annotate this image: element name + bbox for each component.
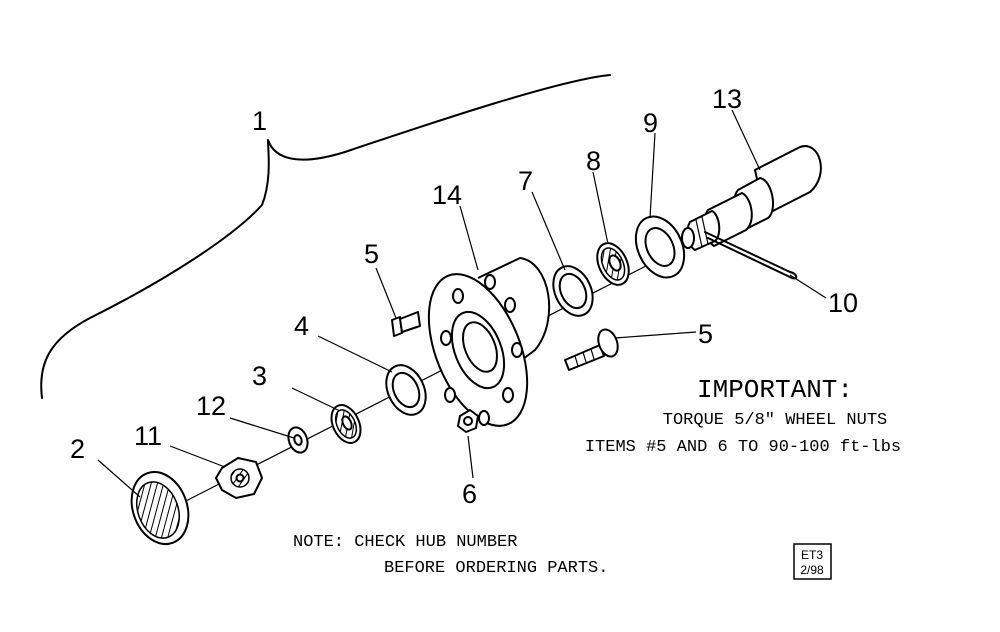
outer-race bbox=[552, 265, 594, 317]
revision-stamp-line-1: ET3 bbox=[801, 548, 823, 562]
inner-race bbox=[385, 364, 427, 416]
outer-bearing-cup bbox=[634, 215, 686, 279]
washer bbox=[287, 426, 309, 454]
cotter-pin bbox=[704, 231, 798, 280]
callout-5-stud: 5 bbox=[698, 319, 713, 349]
castle-nut bbox=[215, 457, 263, 499]
spindle bbox=[681, 145, 822, 251]
callout-10: 10 bbox=[828, 288, 858, 318]
lug-bolt-upper bbox=[391, 311, 421, 337]
lug-nut bbox=[457, 409, 479, 433]
callout-8: 8 bbox=[586, 146, 601, 176]
callout-12: 12 bbox=[196, 391, 226, 421]
callout-2: 2 bbox=[70, 434, 85, 464]
note-line-1: NOTE: CHECK HUB NUMBER bbox=[293, 533, 517, 552]
note-line-2: BEFORE ORDERING PARTS. bbox=[384, 559, 608, 578]
revision-stamp-line-2: 2/98 bbox=[800, 563, 824, 577]
callout-11: 11 bbox=[134, 421, 162, 451]
wheel-stud bbox=[564, 328, 619, 371]
important-line-1: TORQUE 5/8" WHEEL NUTS bbox=[663, 411, 887, 430]
assembly-brace bbox=[40, 74, 611, 399]
inner-bearing-cone bbox=[330, 404, 362, 444]
callout-7: 7 bbox=[518, 166, 533, 196]
callout-3: 3 bbox=[252, 361, 267, 391]
outer-bearing-cone bbox=[596, 242, 630, 286]
callout-14: 14 bbox=[432, 180, 462, 210]
callout-13: 13 bbox=[712, 84, 742, 114]
callout-4: 4 bbox=[294, 311, 309, 341]
leader-lines bbox=[97, 109, 827, 498]
callout-1: 1 bbox=[252, 106, 267, 136]
dust-cap bbox=[130, 471, 190, 545]
callout-6: 6 bbox=[462, 479, 477, 509]
callout-5-bolt: 5 bbox=[364, 239, 379, 269]
callout-9: 9 bbox=[643, 108, 658, 138]
important-heading: IMPORTANT: bbox=[697, 375, 853, 405]
hub bbox=[427, 257, 551, 427]
revision-stamp-box bbox=[793, 543, 832, 580]
important-line-2: ITEMS #5 AND 6 TO 90-100 ft-lbs bbox=[585, 438, 901, 457]
